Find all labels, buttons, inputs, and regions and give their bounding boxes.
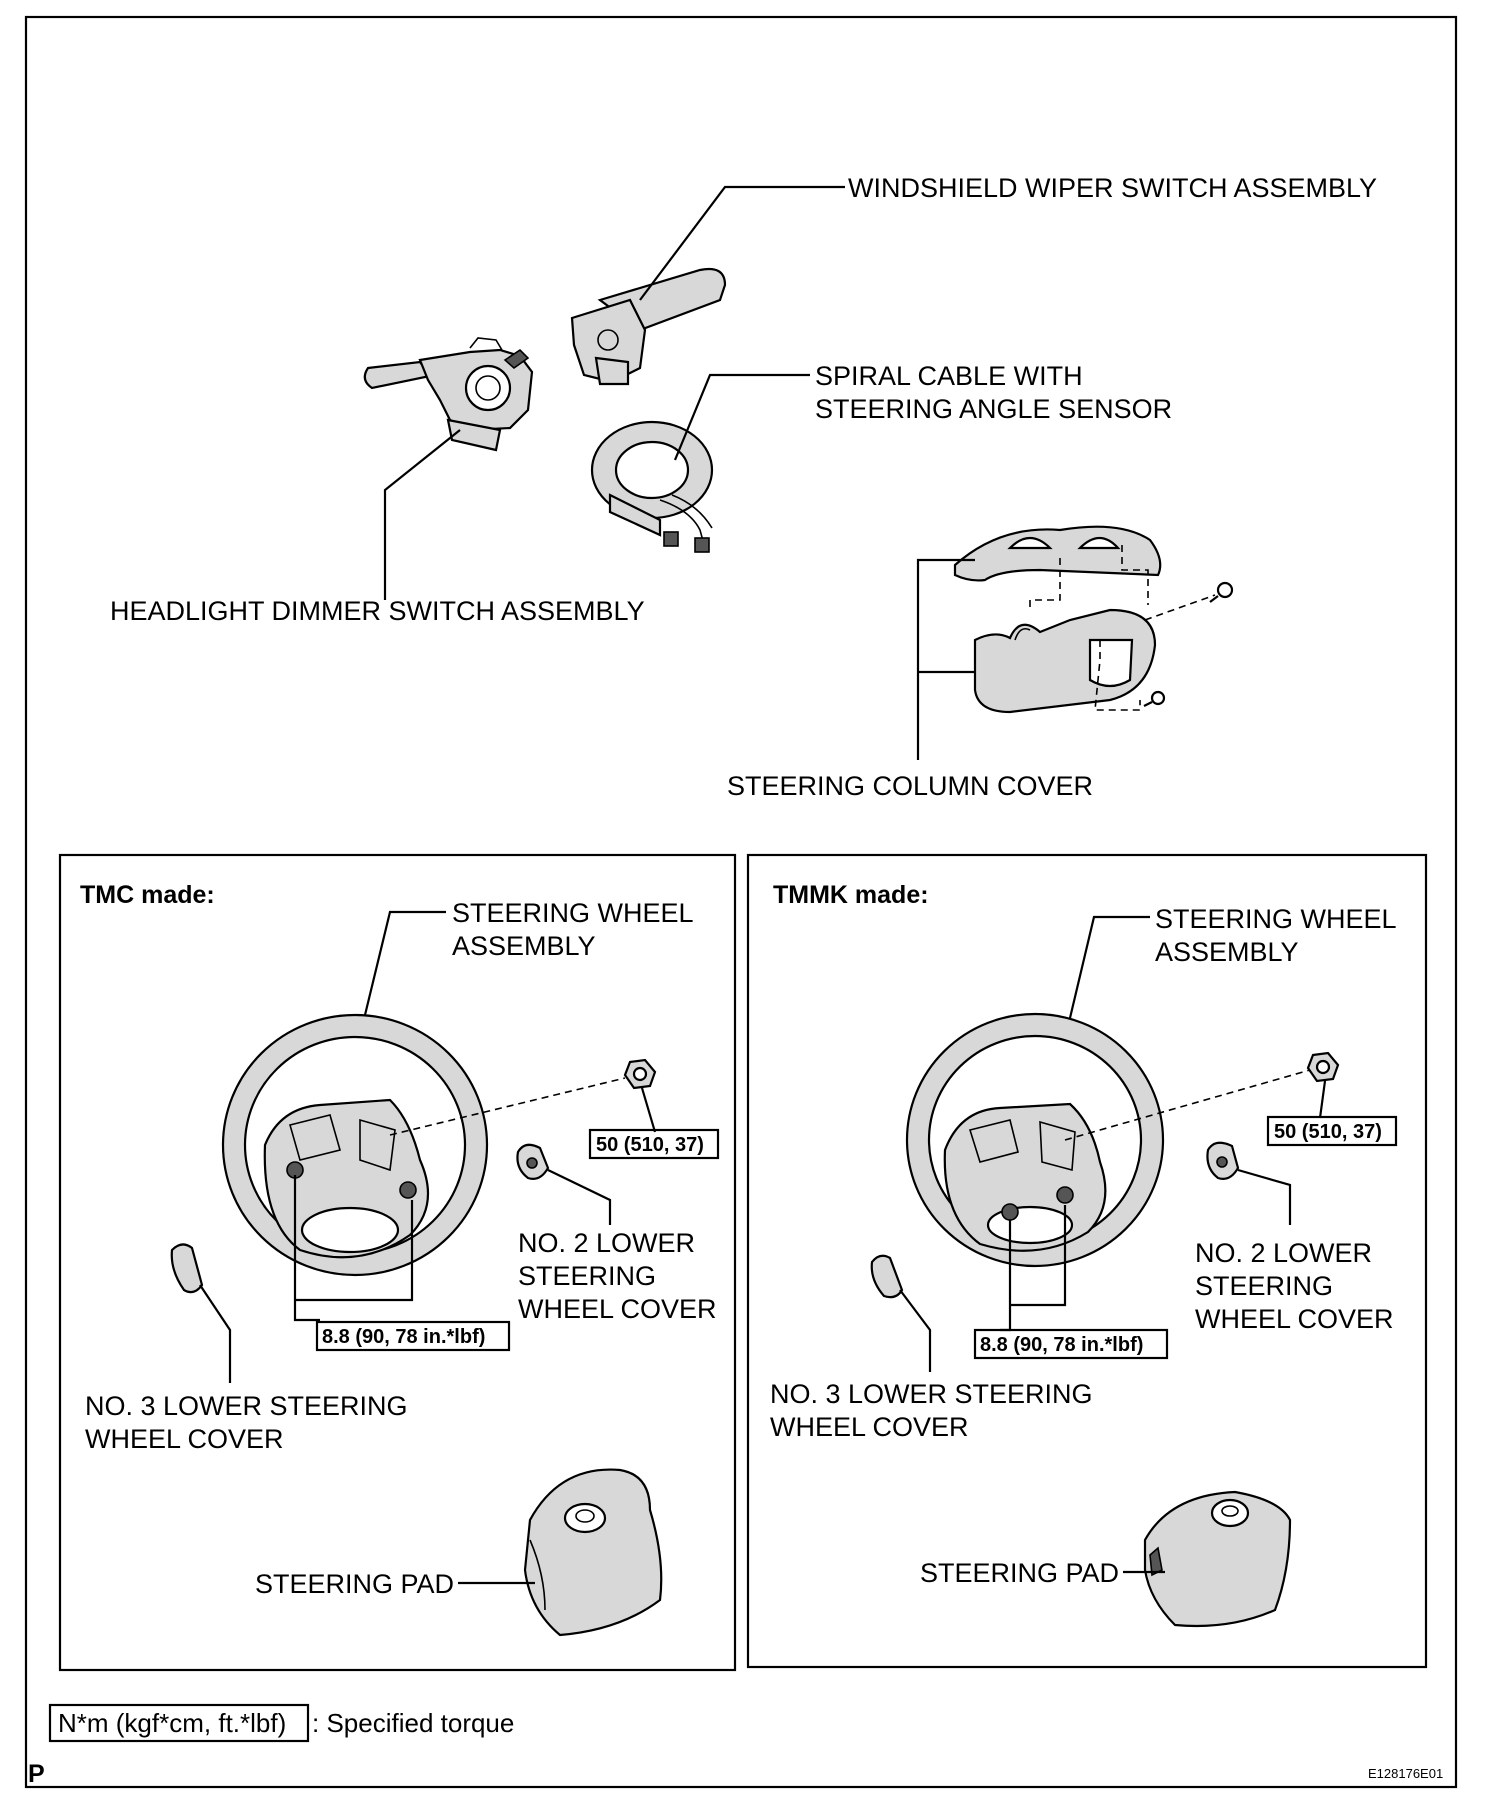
headlight-dimmer-leader (383, 429, 461, 600)
tmc-nut-torque: 50 (510, 37) (596, 1134, 704, 1156)
tmc-bolt-leader (293, 1175, 414, 1322)
tmc-bolt-torque-box (315, 1320, 511, 1352)
tmc-no2-label-3: WHEEL COVER (518, 1294, 717, 1324)
footer-letter: P (28, 1760, 45, 1788)
column-cover-dash-1 (1029, 558, 1061, 612)
tmmk-no3-label-1: NO. 3 LOWER STEERING (770, 1379, 1093, 1409)
tmc-steering-pad-drawing (523, 1468, 663, 1637)
tmmk-nut-torque-box (1266, 1115, 1398, 1147)
tmmk-heading: TMMK made: (773, 881, 929, 909)
headlight-dimmer-switch-drawing (363, 337, 534, 452)
tmmk-no2-leader (1237, 1168, 1292, 1225)
spiral-cable-label-2: STEERING ANGLE SENSOR (815, 394, 1172, 424)
tmc-wheel-leader (363, 910, 446, 1016)
tmc-nut-leader (640, 1087, 657, 1133)
tmmk-wheel-label-2: ASSEMBLY (1155, 937, 1299, 967)
steering-column-cover-drawing (953, 525, 1162, 714)
tmc-steering-wheel-drawing (221, 1013, 489, 1277)
tmmk-wheel-label-1: STEERING WHEEL (1155, 904, 1397, 934)
legend-torque-box (48, 1703, 310, 1743)
tmc-no3-leader (199, 1284, 232, 1383)
tmmk-no3-cover-drawing (870, 1254, 904, 1299)
column-cover-dash-4 (1144, 594, 1216, 621)
spiral-cable-drawing (590, 420, 714, 553)
tmc-nut (623, 1058, 657, 1090)
legend-torque-units: N*m (kgf*cm, ft.*lbf) (58, 1708, 286, 1738)
legend-text: : Specified torque (312, 1708, 514, 1738)
tmmk-no3-label-2: WHEEL COVER (770, 1412, 969, 1442)
tmc-no3-label-2: WHEEL COVER (85, 1424, 284, 1454)
tmc-no2-label-2: STEERING (518, 1261, 656, 1291)
tmmk-nut-leader (1318, 1080, 1327, 1119)
tmc-pad-label: STEERING PAD (255, 1569, 454, 1599)
tmc-panel-frame (58, 853, 737, 1672)
tmc-wheel-label-2: ASSEMBLY (452, 931, 596, 961)
wiper-switch-leader (639, 185, 845, 301)
tmmk-no3-leader (899, 1289, 932, 1372)
tmmk-steering-pad-drawing (1143, 1490, 1292, 1628)
tmmk-nut-dash (1064, 1069, 1311, 1141)
column-cover-dash-2 (1121, 545, 1149, 605)
tmmk-pad-label: STEERING PAD (920, 1558, 1119, 1588)
spiral-cable-leader (673, 373, 810, 461)
tmmk-no2-cover-drawing (1206, 1141, 1240, 1180)
spiral-cable-label-1: SPIRAL CABLE WITH (815, 361, 1083, 391)
tmc-wheel-label-1: STEERING WHEEL (452, 898, 694, 928)
column-cover-screw-2 (1143, 690, 1166, 707)
tmmk-nut-torque: 50 (510, 37) (1274, 1121, 1382, 1143)
tmmk-nut (1306, 1051, 1340, 1083)
tmc-no2-cover-drawing (516, 1143, 550, 1180)
wiper-switch-label: WINDSHIELD WIPER SWITCH ASSEMBLY (848, 173, 1377, 203)
column-cover-label: STEERING COLUMN COVER (727, 771, 1093, 801)
footer-code: E128176E01 (1368, 1766, 1443, 1781)
tmc-heading: TMC made: (80, 881, 215, 909)
tmmk-no2-label-3: WHEEL COVER (1195, 1304, 1394, 1334)
headlight-dimmer-label: HEADLIGHT DIMMER SWITCH ASSEMBLY (110, 596, 645, 626)
outer-frame (24, 15, 1458, 1789)
tmmk-panel-frame (746, 853, 1428, 1669)
tmmk-wheel-leader (1068, 915, 1150, 1019)
tmmk-no2-label-1: NO. 2 LOWER (1195, 1238, 1372, 1268)
tmmk-no2-label-2: STEERING (1195, 1271, 1333, 1301)
tmc-no3-label-1: NO. 3 LOWER STEERING (85, 1391, 408, 1421)
column-cover-dash-3 (1094, 640, 1141, 711)
column-cover-screw-1 (1209, 581, 1234, 603)
tmc-no2-leader (547, 1169, 612, 1225)
tmc-nut-dash (389, 1077, 626, 1136)
tmc-bolt-torque: 8.8 (90, 78 in.*lbf) (322, 1326, 485, 1348)
column-cover-leader (916, 558, 975, 760)
tmc-nut-torque-box (588, 1128, 720, 1160)
tmc-no3-cover-drawing (170, 1243, 204, 1294)
tmmk-steering-wheel-drawing (905, 1012, 1165, 1268)
windshield-wiper-switch-drawing (570, 267, 727, 386)
tmmk-bolt-torque-box (973, 1328, 1169, 1360)
tmmk-bolt-torque: 8.8 (90, 78 in.*lbf) (980, 1334, 1143, 1356)
tmc-no2-label-1: NO. 2 LOWER (518, 1228, 695, 1258)
